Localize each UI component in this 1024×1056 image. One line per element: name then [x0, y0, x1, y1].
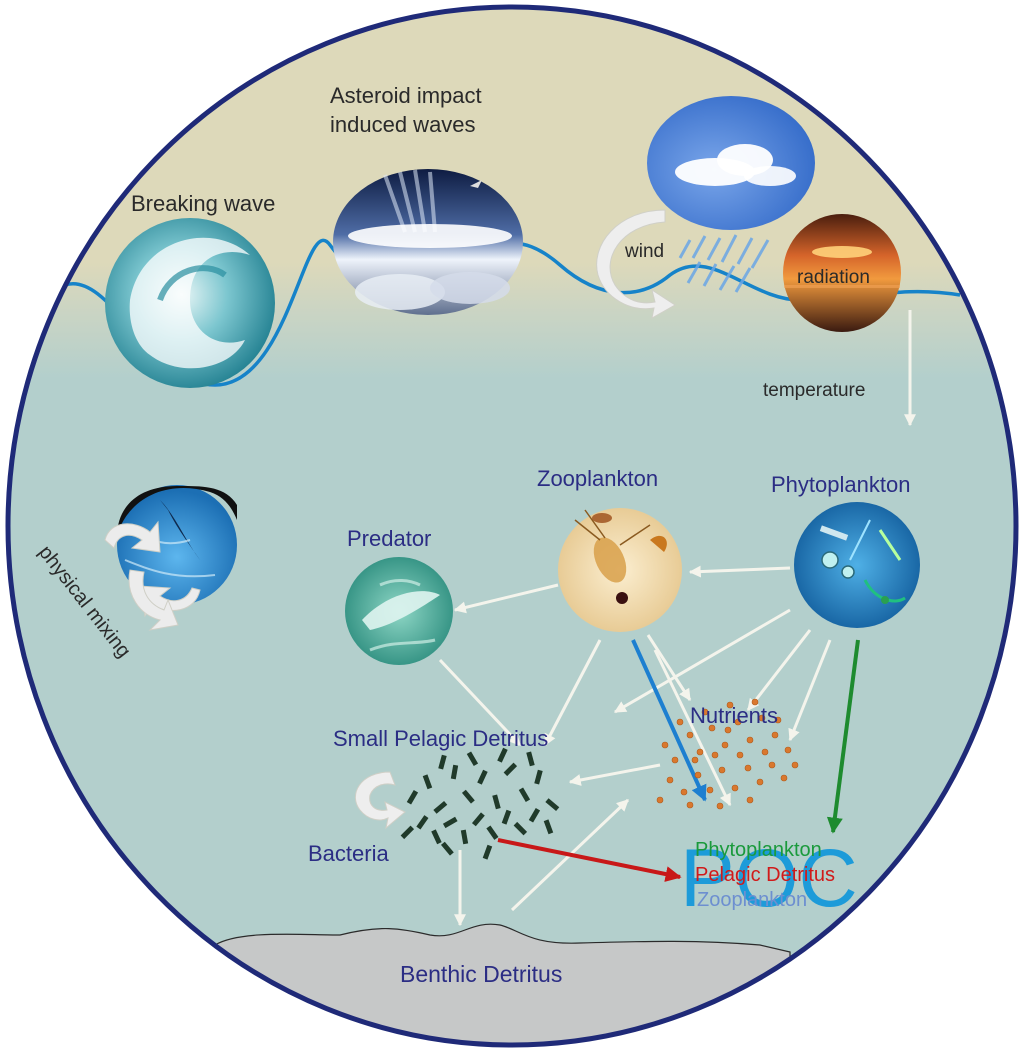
nutrients-dots: [656, 698, 799, 810]
phytoplankton-image: [794, 502, 920, 628]
radiation-sunset-image: [783, 214, 901, 332]
poc-phytoplankton-label: Phytoplankton: [695, 839, 822, 861]
diagram-border: [5, 4, 1019, 1048]
bacteria-curved-arrow: [354, 771, 406, 830]
food-web-arrows: [438, 565, 832, 927]
detritus-flakes: [400, 747, 560, 860]
physical-mixing-arrows: [104, 520, 201, 631]
predator-label: Predator: [347, 526, 431, 551]
wind-label: wind: [624, 241, 664, 262]
benthic-detritus-label: Benthic Detritus: [400, 961, 562, 987]
asteroid-impact-image: [333, 169, 523, 315]
breaking-wave-label: Breaking wave: [131, 191, 275, 216]
breaking-wave-image: [105, 218, 275, 388]
poc-zooplankton-label: Zooplankton: [697, 889, 807, 911]
phytoplankton-to-poc-arrow: [826, 639, 860, 834]
asteroid-label-line2: induced waves: [330, 112, 476, 137]
zooplankton-image: [558, 508, 682, 632]
small-pelagic-detritus-label: Small Pelagic Detritus: [333, 726, 548, 751]
detritus-to-poc-arrow: [497, 838, 682, 882]
rain-streaks: [678, 234, 770, 293]
poc-pelagic-detritus-label: Pelagic Detritus: [695, 864, 835, 886]
poc-label: POC: [680, 833, 858, 924]
cloud-sky-image: [647, 96, 815, 230]
nutrients-label: Nutrients: [690, 703, 778, 728]
radiation-label: radiation: [797, 267, 870, 288]
bacteria-label: Bacteria: [308, 841, 389, 866]
wind-curved-arrow: [596, 209, 676, 319]
zooplankton-label: Zooplankton: [537, 466, 658, 491]
phytoplankton-label: Phytoplankton: [771, 472, 910, 497]
seafloor: [214, 923, 791, 1045]
predator-image: [345, 557, 453, 665]
temperature-label: temperature: [763, 380, 865, 401]
asteroid-label-line1: Asteroid impact: [330, 83, 482, 108]
zooplankton-to-poc-arrow: [631, 639, 707, 802]
